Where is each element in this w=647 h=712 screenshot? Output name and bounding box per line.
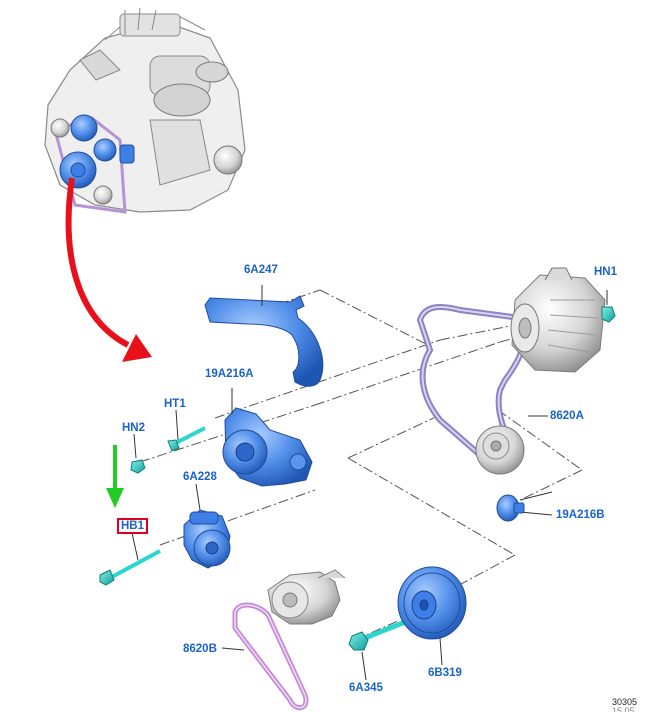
label-hn1: HN1 <box>594 266 618 278</box>
label-ht1: HT1 <box>164 398 186 410</box>
label-8620b: 8620B <box>183 643 217 655</box>
tensioner-19a216a <box>222 388 313 487</box>
label-hb1-highlighted: HB1 <box>117 518 149 534</box>
label-6a228: 6A228 <box>183 471 217 483</box>
label-19a216b: 19A216B <box>556 509 605 521</box>
red-curved-arrow-icon <box>65 177 152 362</box>
aux-belt-8620b <box>221 602 309 711</box>
water-pump <box>267 569 346 625</box>
idler-pulley-6a228 <box>183 483 231 569</box>
label-6b319: 6B319 <box>428 667 462 679</box>
green-down-arrow-icon <box>106 445 124 508</box>
label-6a345: 6A345 <box>349 682 383 694</box>
bolt-6a345 <box>348 619 406 681</box>
label-6a247: 6A247 <box>244 264 278 276</box>
accessory-belt-8620a <box>416 304 527 470</box>
label-19a216a: 19A216A <box>205 368 254 380</box>
crank-pulley-6b319 <box>397 566 467 666</box>
engine-thumbnail <box>44 7 246 214</box>
bracket-6a247 <box>204 285 324 387</box>
nut-hn2 <box>130 433 146 474</box>
nut-hn1 <box>601 290 616 323</box>
diagram-code-secondary: 15 05 <box>612 706 635 712</box>
tensioner-19a216b <box>496 491 553 522</box>
label-hn2: HN2 <box>122 422 146 434</box>
bolt-hb1 <box>99 532 161 586</box>
bolt-ht1 <box>167 409 206 452</box>
diagram-code: 30305 <box>612 697 638 707</box>
ac-compressor-pulley <box>475 425 525 475</box>
alternator <box>510 267 606 373</box>
label-8620a: 8620A <box>550 410 584 422</box>
